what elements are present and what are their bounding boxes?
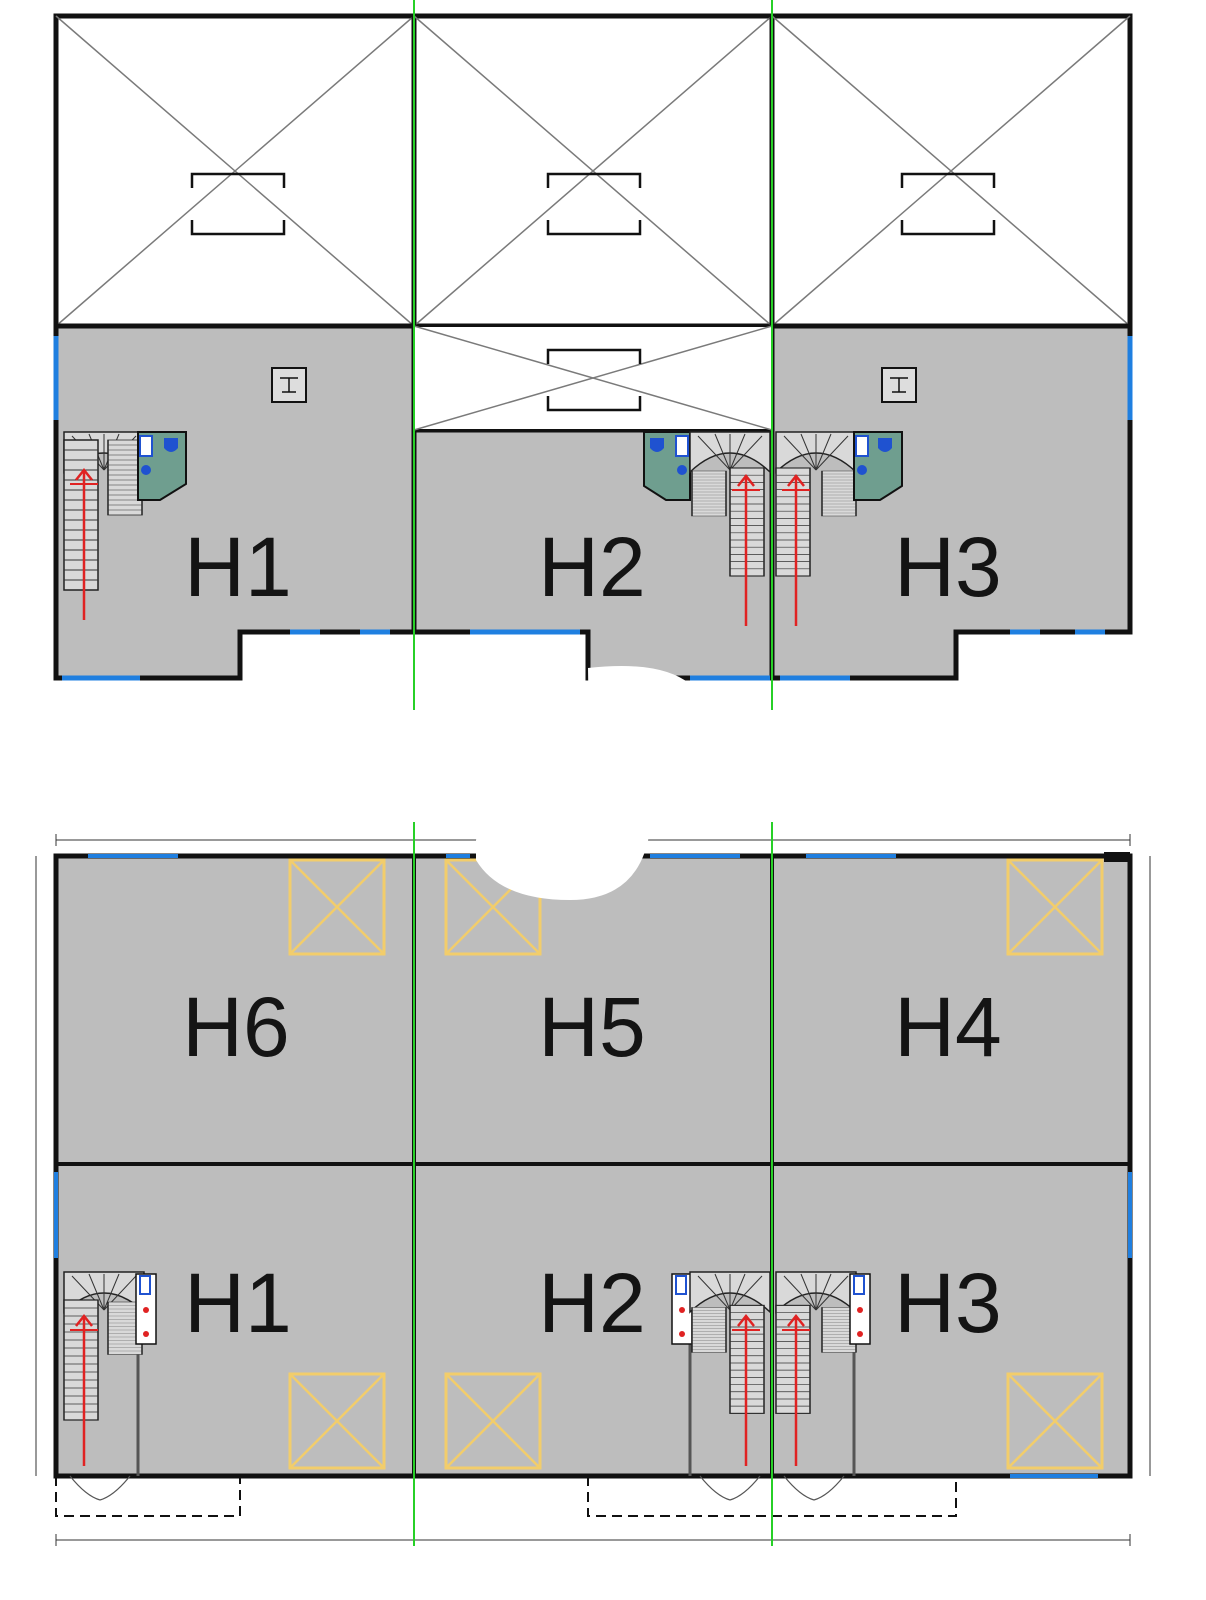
unit-label-h3: H3 [894,1256,1001,1350]
staircase-h1-lower [63,1271,157,1468]
fixture-icon [857,1331,863,1337]
unit-label-h6: H6 [182,980,289,1074]
unit-label-h2: H2 [538,520,645,614]
unit-label-h4: H4 [894,980,1001,1074]
toilet-icon [855,435,869,457]
bathroom-h3-upper [853,431,903,501]
sink-icon [878,438,892,452]
fixture-icon [857,1307,863,1313]
entrance-canopies [55,1476,957,1517]
sink-icon [650,438,664,452]
unit-label-h5: H5 [538,980,645,1074]
shower-icon [677,465,687,475]
unit-label-h1: H1 [184,520,291,614]
windows-upper [53,336,1133,681]
staircase-h3-lower [775,1271,871,1468]
roof-hatch-icon [881,367,917,403]
fixture-icon [143,1307,149,1313]
unit-label-h1: H1 [184,1256,291,1350]
fixture-icon [143,1331,149,1337]
bathroom-h2-upper [643,431,691,501]
roof-hatch-icon [271,367,307,403]
roof-panel-right [769,13,1133,329]
fixture-icon [679,1331,685,1337]
door-swing-icon [69,1475,845,1501]
roof-panel-center [411,13,775,329]
lower-plan: H6 H5 H4 H1 H2 H3 [35,822,1151,1546]
roof-panel-left [53,13,417,329]
toilet-icon [853,1275,865,1295]
toilet-icon [139,435,153,457]
toilet-icon [675,1275,687,1295]
sink-icon [164,438,178,452]
unit-label-h2: H2 [538,1256,645,1350]
windows-lower [54,854,1132,1478]
unit-label-h3: H3 [894,520,1001,614]
shower-icon [141,465,151,475]
occlusion-blot [476,666,690,900]
shower-icon [857,465,867,475]
fixture-icon [679,1307,685,1313]
toilet-icon [139,1275,151,1295]
upper-plan: H1 H2 H3 [53,0,1133,710]
staircase-h2-lower [671,1271,771,1468]
void-h2 [413,325,773,431]
bathroom-h1-upper [137,431,187,501]
toilet-icon [675,435,689,457]
